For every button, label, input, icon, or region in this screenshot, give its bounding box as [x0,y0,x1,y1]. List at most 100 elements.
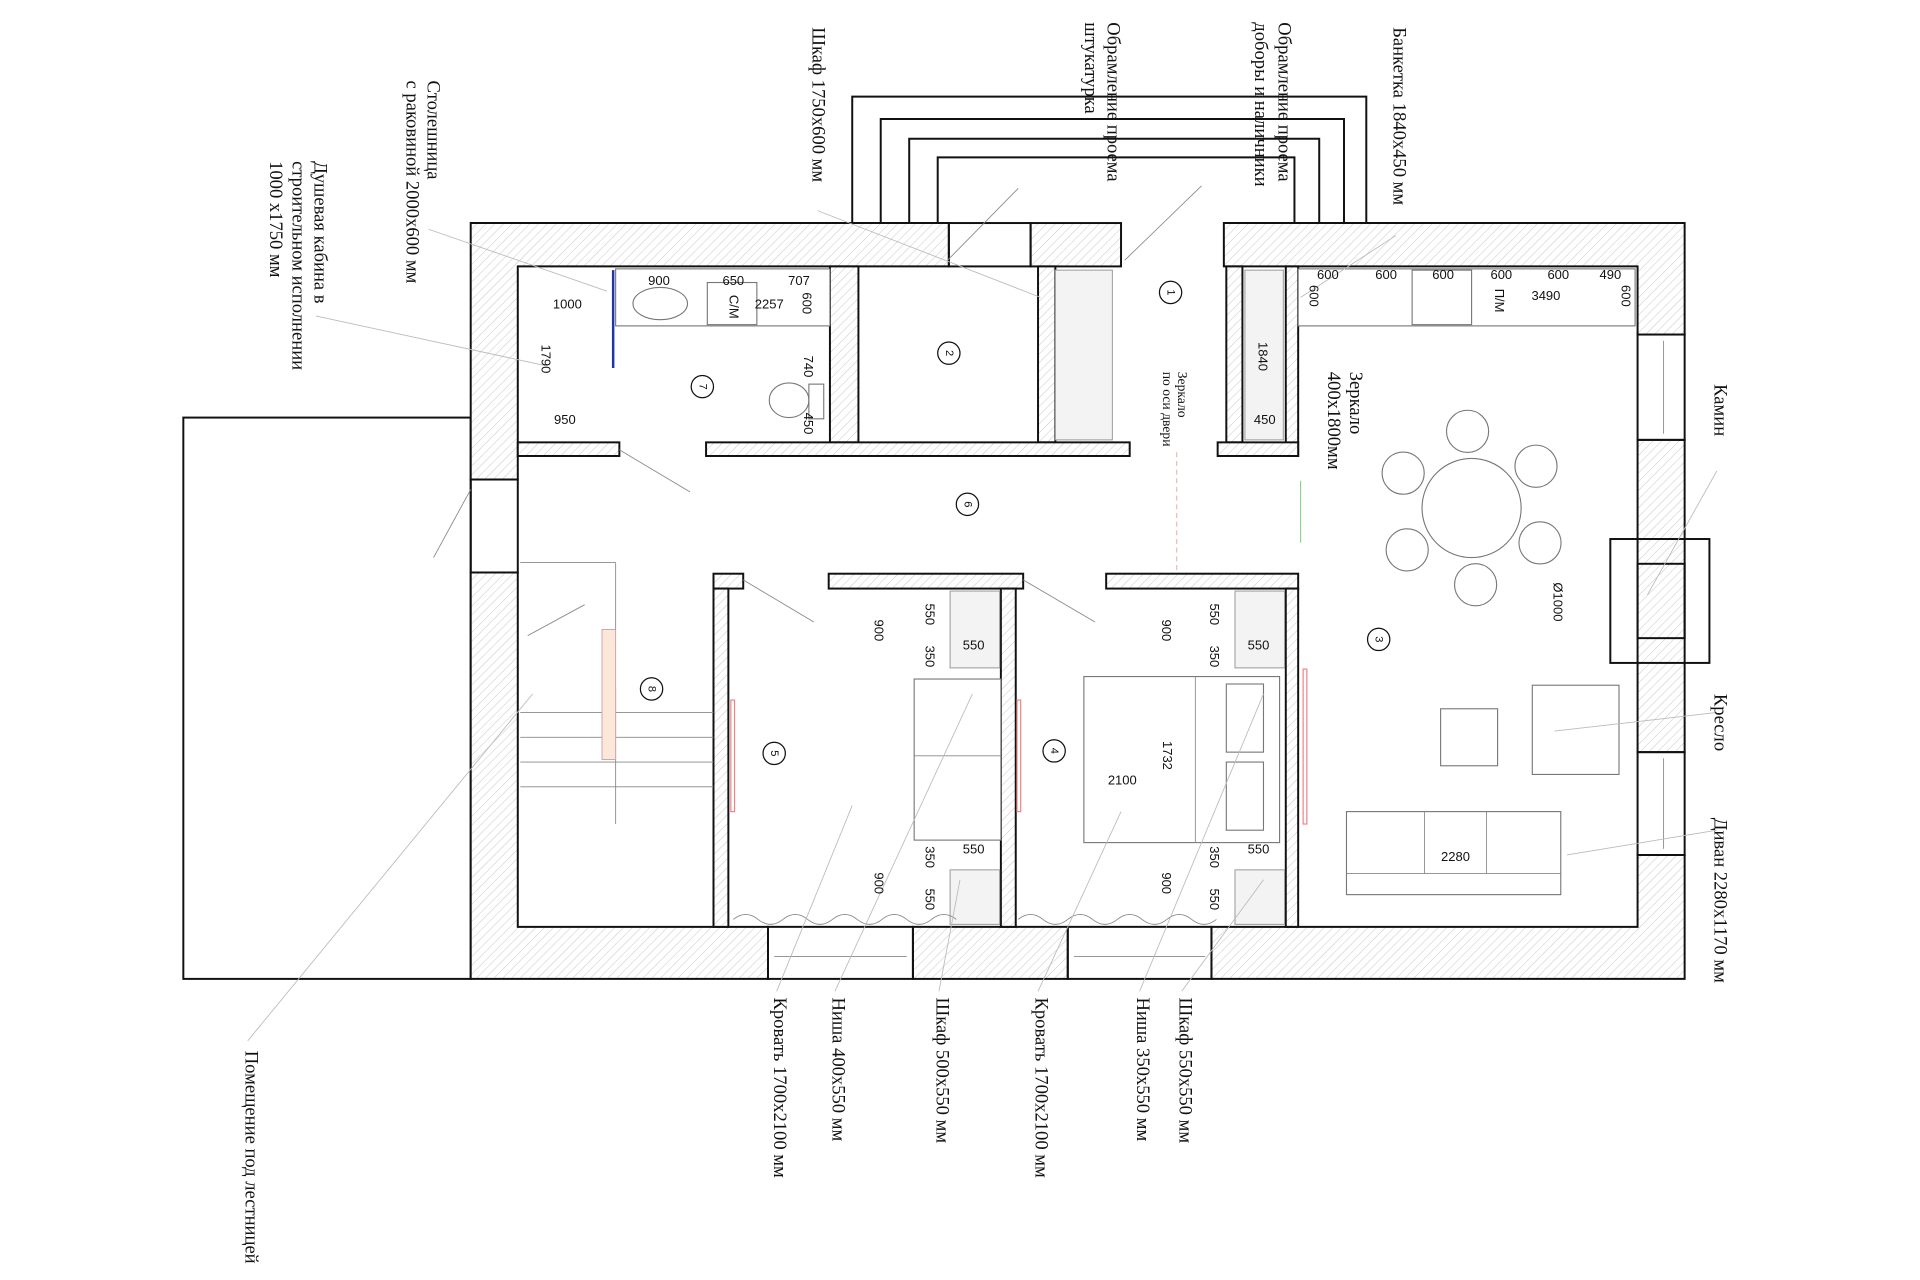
callout-wardrobe-5: Шкаф 500х550 мм [931,997,952,1143]
dining-chair [1518,521,1562,565]
callout-mirror-door: Зеркало [1175,372,1190,418]
callout-sofa: Диван 2280х1170 мм [1709,818,1730,983]
dimension-label: 900 [1159,872,1174,894]
dimension-label: 600 [1306,285,1321,307]
dimension-label: 2280 [1441,849,1470,864]
dimension-label: 550 [922,888,937,910]
dimension-label: 950 [554,412,576,427]
dimension-label: 600 [1317,267,1339,282]
room-number: 7 [696,384,708,390]
callout-countertop: с раковиной 2000х600 мм [401,81,422,284]
callout-bed-4: Кровать 1700х2100 мм [1031,997,1052,1178]
callout-fireplace: Камин [1709,384,1730,436]
dimension-label: 350 [1207,646,1222,668]
living-furniture [1300,480,1620,896]
callout-bed-5: Кровать 1700х2100 мм [769,997,790,1178]
dimension-label: 707 [788,273,810,288]
dimension-label: 600 [1490,267,1512,282]
callout-opening-trim: Обрамление проема [1273,22,1294,181]
dimension-label: С/М [727,295,742,319]
dimension-label: 650 [722,273,744,288]
dimension-label: 550 [1207,888,1222,910]
callout-opening-plaster: штукатурка [1080,22,1101,113]
room-number: 5 [768,750,780,756]
dining-chair [1514,444,1558,488]
interior-walls [516,265,1300,928]
dimension-label: 450 [801,413,816,435]
dining-chair [1445,409,1490,453]
room-number: 8 [646,686,658,692]
callout-under-stairs: Помещение под лестницей [240,1051,261,1264]
dimension-label: 490 [1599,267,1621,282]
dimension-label: 1732 [1160,741,1175,770]
room-number-marker [639,677,664,701]
callout-opening-trim: доборы и наличники [1250,22,1271,186]
dimension-label: 3490 [1531,288,1560,303]
dimension-label: 450 [1254,412,1276,427]
room-numbers: 1 2 3 4 5 6 7 8 [639,280,1391,766]
dimension-label: Ø1000 [1550,582,1565,621]
dimension-label: 740 [801,356,816,378]
callout-shower: 1000 х1750 мм [265,161,286,278]
dimension-label: 1790 [538,344,553,373]
room-number-marker [1158,280,1183,305]
callout-bench: Банкетка 1840х450 мм [1389,27,1410,205]
callout-niche-4: Ниша 350х550 мм [1132,997,1153,1141]
dimension-label: 350 [922,646,937,668]
callout-shower: Душевая кабина в [310,161,331,304]
outer-walls [469,222,1686,980]
dimension-label: 2257 [755,297,784,312]
leader-lines [247,210,1718,1042]
callout-mirror-big: 400х1800мм [1323,372,1344,470]
dimension-label: 550 [1207,603,1222,625]
callout-wardrobe-4: Шкаф 550х550 мм [1174,997,1195,1143]
room-number-marker [937,341,961,365]
callout-opening-plaster: Обрамление проема [1102,22,1123,181]
dimension-label: 600 [1432,267,1454,282]
room-number: 2 [943,350,955,356]
under-stairs-room [182,416,472,980]
dimension-label: 1840 [1256,342,1271,371]
fireplace [1609,538,1711,664]
callout-niche-5: Ниша 400х550 мм [827,997,848,1141]
room-number: 6 [961,501,973,507]
room-number-marker [1366,627,1391,652]
room-number-marker [762,741,786,766]
door-swings [433,185,1202,637]
callout-mirror-door: по оси двери [1160,372,1175,447]
room-number: 1 [1165,289,1177,295]
room-number-marker [690,374,715,399]
dimension-label: 900 [1159,620,1174,642]
dimension-label: 550 [963,842,985,857]
callout-armchair: Кресло [1709,694,1730,751]
dimension-label: 900 [872,872,887,894]
callout-countertop: Столешница [422,81,443,180]
room-number: 3 [1373,636,1385,642]
dimension-label: 550 [963,637,985,652]
room-number-marker [1042,739,1066,763]
room-number: 4 [1048,748,1060,754]
dining-chair [1453,563,1498,607]
dimension-label: 900 [648,273,670,288]
dining-chair [1381,451,1425,495]
bedroom-furniture [730,668,1308,925]
dimension-label: 550 [1248,637,1270,652]
room-number-marker [955,492,980,517]
bathroom-fixtures [632,281,825,420]
leader-brackets [851,95,1368,224]
dimension-label: 550 [1248,842,1270,857]
dimension-label: 600 [1547,267,1569,282]
dimension-label: 600 [1618,285,1633,307]
dimension-label: 550 [922,603,937,625]
dimension-label: 350 [1207,846,1222,868]
dimension-label: 2100 [1108,772,1137,787]
dimension-label: 350 [922,846,937,868]
callout-mirror-big: Зеркало [1345,372,1366,435]
callout-wardrobe-hall: Шкаф 1750х600 мм [808,27,829,182]
dimension-label: 900 [872,620,887,642]
staircase [520,562,714,825]
callout-shower: строительном исполнении [287,161,308,370]
